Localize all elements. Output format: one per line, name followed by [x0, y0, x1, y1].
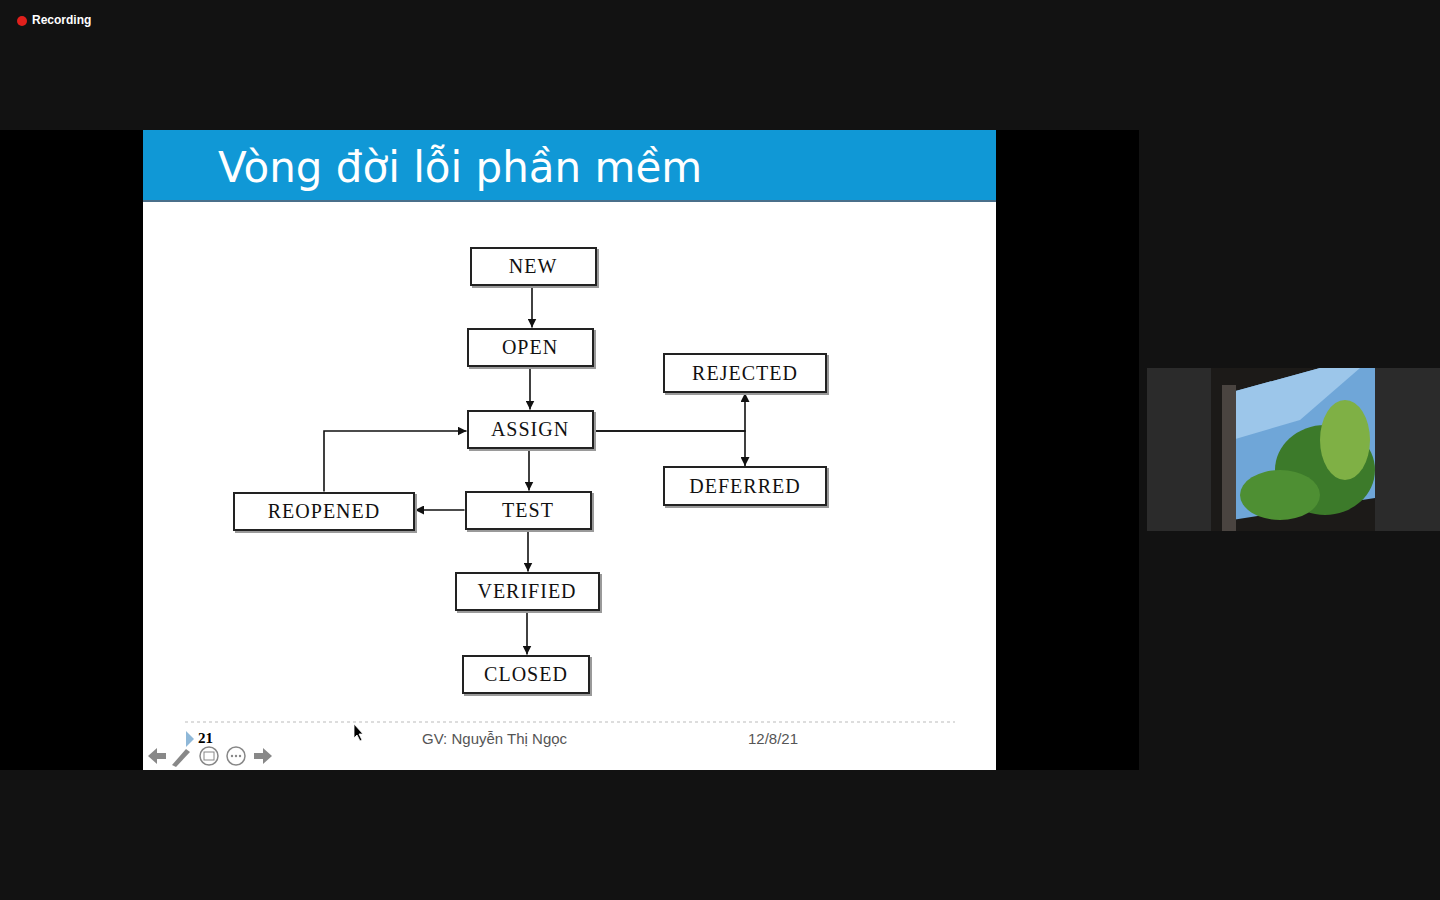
transition-arrow	[594, 431, 746, 466]
state-label: VERIFIED	[477, 580, 576, 603]
transition-arrow	[415, 509, 465, 511]
state-box: REJECTED	[663, 353, 827, 393]
state-label: REOPENED	[268, 500, 380, 523]
transition-arrow	[526, 611, 528, 655]
slide-number: 21	[198, 730, 213, 747]
state-label: NEW	[509, 255, 558, 278]
state-box: REOPENED	[233, 492, 415, 531]
transition-arrow	[528, 449, 530, 491]
slide-date: 12/8/21	[748, 730, 798, 747]
state-box: NEW	[470, 247, 597, 286]
slide-title: Vòng đời lỗi phần mềm	[218, 143, 702, 192]
state-label: OPEN	[502, 336, 558, 359]
state-box: ASSIGN	[467, 410, 594, 449]
state-label: DEFERRED	[689, 475, 800, 498]
transition-arrow	[594, 393, 746, 431]
transition-arrow	[531, 286, 533, 328]
state-label: ASSIGN	[491, 418, 569, 441]
state-label: CLOSED	[484, 663, 568, 686]
state-box: OPEN	[467, 328, 594, 367]
state-box: VERIFIED	[455, 572, 600, 611]
state-box: TEST	[465, 491, 592, 530]
state-box: CLOSED	[462, 655, 590, 694]
state-label: TEST	[502, 499, 554, 522]
state-box: DEFERRED	[663, 466, 827, 506]
lecturer-name: GV: Nguyễn Thị Ngọc	[422, 730, 567, 747]
state-label: REJECTED	[692, 362, 798, 385]
transition-arrow	[529, 367, 531, 410]
transition-arrow	[527, 530, 529, 572]
recording-indicator: Recording	[32, 13, 91, 27]
transition-arrow	[324, 431, 467, 492]
